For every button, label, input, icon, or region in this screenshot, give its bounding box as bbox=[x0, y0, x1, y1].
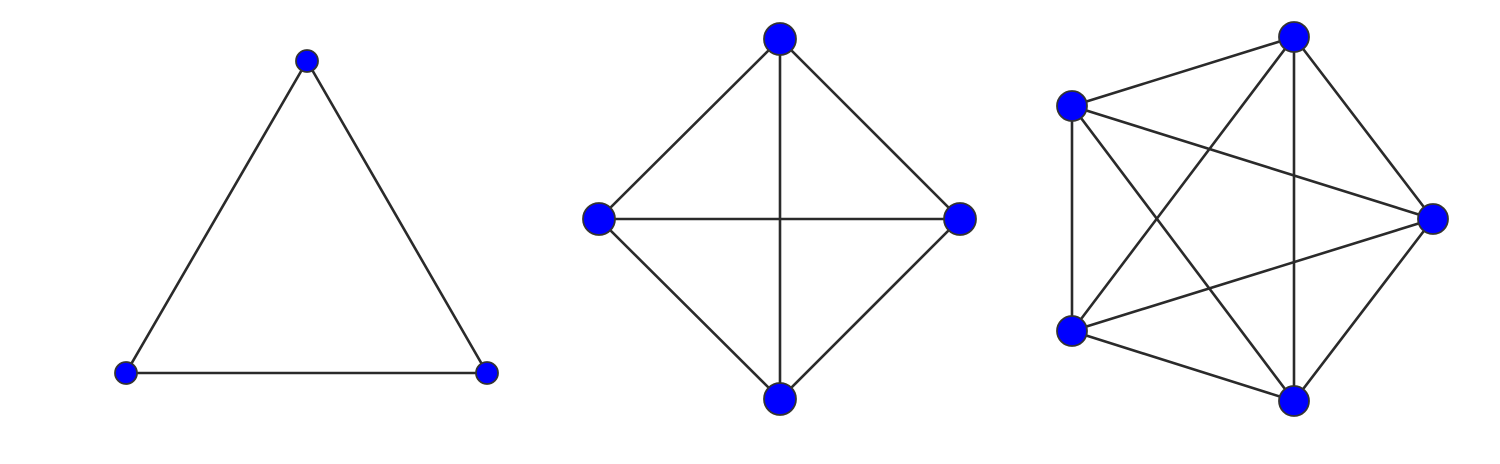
edge-c-a bbox=[124, 60, 309, 374]
graph-k3 bbox=[114, 49, 499, 385]
edge-top-right bbox=[1292, 36, 1435, 220]
edge-top-lower-left bbox=[1070, 36, 1296, 332]
node-right bbox=[943, 202, 977, 236]
edge-lower-left-bottom bbox=[1071, 329, 1295, 403]
edge-upper-left-bottom bbox=[1070, 105, 1296, 402]
edge-top-upper-left bbox=[1071, 35, 1295, 108]
node-top bbox=[1278, 21, 1310, 53]
node-bottom bbox=[763, 382, 797, 416]
node-upper-left bbox=[1056, 90, 1088, 122]
edge-right-lower-left bbox=[1071, 217, 1434, 333]
edge-left-bottom bbox=[598, 218, 781, 400]
node-top bbox=[763, 22, 797, 56]
graph-k4 bbox=[582, 22, 977, 416]
node-b bbox=[475, 361, 499, 385]
node-c bbox=[114, 361, 138, 385]
graph-k5 bbox=[1056, 21, 1449, 417]
node-right bbox=[1417, 203, 1449, 235]
edge-right-bottom bbox=[779, 218, 961, 400]
node-bottom bbox=[1278, 385, 1310, 417]
edge-top-left bbox=[598, 38, 781, 220]
edge-top-right bbox=[779, 38, 961, 220]
node-a bbox=[295, 49, 319, 73]
edge-a-b bbox=[305, 60, 489, 374]
node-lower-left bbox=[1056, 315, 1088, 347]
node-left bbox=[582, 202, 616, 236]
edge-upper-left-right bbox=[1071, 104, 1434, 221]
edge-right-bottom bbox=[1292, 218, 1435, 402]
